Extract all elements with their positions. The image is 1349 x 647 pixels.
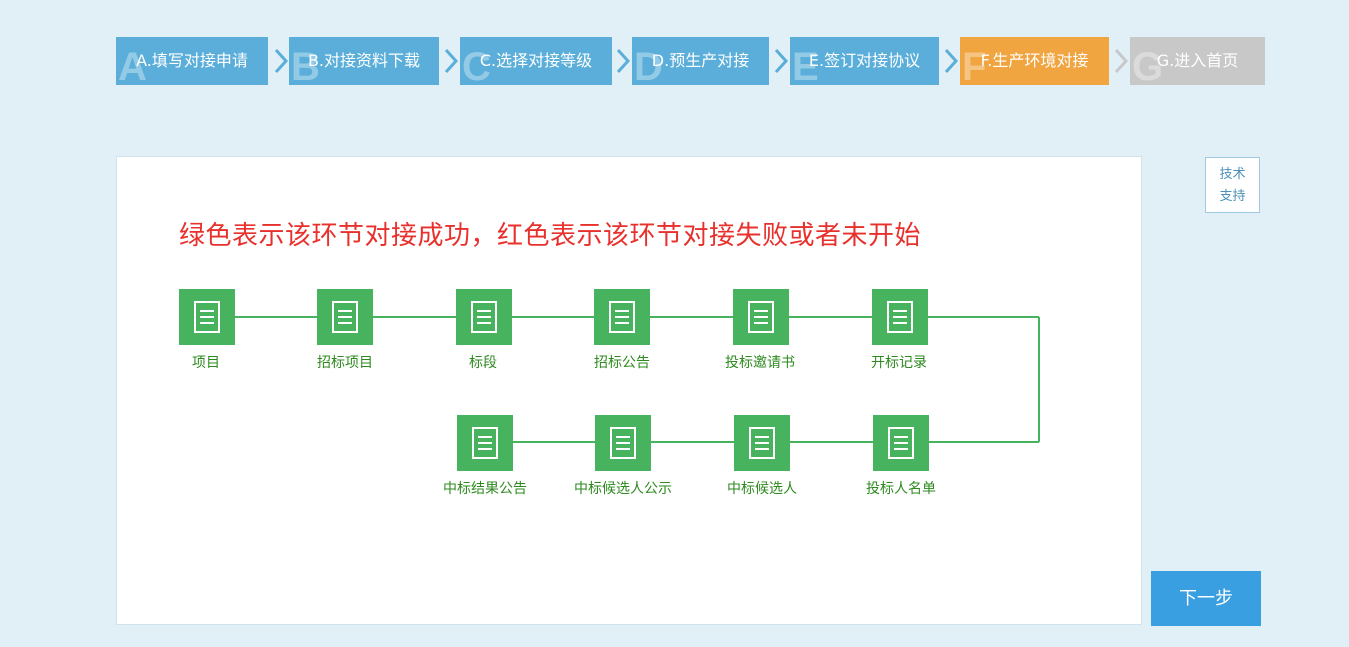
flow-node-label: 投标邀请书 xyxy=(725,354,795,370)
flow-node-zhongbiao-houxuanren-gongshi[interactable] xyxy=(595,415,651,471)
step-e[interactable]: E E.签订对接协议 xyxy=(790,37,939,85)
document-icon xyxy=(194,301,220,333)
document-icon xyxy=(609,301,635,333)
step-letter: G xyxy=(1132,45,1164,85)
chevron-right-icon xyxy=(616,48,631,74)
next-step-button[interactable]: 下一步 xyxy=(1151,571,1261,626)
step-d[interactable]: D D.预生产对接 xyxy=(632,37,769,85)
main-panel: 绿色表示该环节对接成功，红色表示该环节对接失败或者未开始 项目 招标项目 标段 … xyxy=(116,156,1142,625)
flow-node-label: 开标记录 xyxy=(871,354,927,370)
document-icon xyxy=(887,301,913,333)
step-letter: B xyxy=(291,45,320,85)
flow-node-label: 项目 xyxy=(192,354,220,370)
step-letter: E xyxy=(792,45,819,85)
flow-node-zhongbiao-houxuanren[interactable] xyxy=(734,415,790,471)
support-line-1: 技术 xyxy=(1219,166,1246,181)
document-icon xyxy=(748,301,774,333)
step-letter: C xyxy=(462,45,491,85)
flow-node-label: 招标项目 xyxy=(317,354,373,370)
flow-node-label: 招标公告 xyxy=(594,354,650,370)
flow-node-xiangmu[interactable] xyxy=(179,289,235,345)
step-label: B.对接资料下载 xyxy=(307,51,421,70)
step-label: D.预生产对接 xyxy=(651,51,750,70)
document-icon xyxy=(749,427,775,459)
step-g[interactable]: G G.进入首页 xyxy=(1130,37,1265,85)
flow-node-label: 中标候选人公示 xyxy=(574,480,672,496)
document-icon xyxy=(332,301,358,333)
flow-node-zhaobiao-gonggao[interactable] xyxy=(594,289,650,345)
step-label: E.签订对接协议 xyxy=(808,51,921,70)
step-a[interactable]: A A.填写对接申请 xyxy=(116,37,268,85)
flow-node-label: 标段 xyxy=(469,354,497,370)
step-label: A.填写对接申请 xyxy=(136,51,248,70)
step-letter: F xyxy=(962,45,987,85)
document-icon xyxy=(610,427,636,459)
step-b[interactable]: B B.对接资料下载 xyxy=(289,37,439,85)
chevron-right-icon xyxy=(1114,48,1129,74)
chevron-right-icon xyxy=(444,48,459,74)
flow-node-toubiaoren-mingdan[interactable] xyxy=(873,415,929,471)
step-label: G.进入首页 xyxy=(1156,51,1239,70)
step-f[interactable]: F F.生产环境对接 xyxy=(960,37,1109,85)
flow-node-label: 投标人名单 xyxy=(866,480,936,496)
tech-support-button[interactable]: 技术 支持 xyxy=(1205,157,1260,213)
flow-node-toubiao-yaoqingshu[interactable] xyxy=(733,289,789,345)
chevron-right-icon xyxy=(274,48,289,74)
flow-node-zhaobiao-xiangmu[interactable] xyxy=(317,289,373,345)
document-icon xyxy=(471,301,497,333)
chevron-right-icon xyxy=(774,48,789,74)
flow-connector-lines xyxy=(207,316,1040,443)
flow-node-kaibiao-jilu[interactable] xyxy=(872,289,928,345)
step-letter: A xyxy=(118,45,147,85)
flow-node-label: 中标结果公告 xyxy=(443,480,527,496)
step-letter: D xyxy=(634,45,663,85)
chevron-right-icon xyxy=(944,48,959,74)
step-c[interactable]: C C.选择对接等级 xyxy=(460,37,612,85)
step-label: F.生产环境对接 xyxy=(980,51,1089,70)
document-icon xyxy=(472,427,498,459)
flow-node-zhongbiao-jieguo-gonggao[interactable] xyxy=(457,415,513,471)
document-icon xyxy=(888,427,914,459)
status-legend: 绿色表示该环节对接成功，红色表示该环节对接失败或者未开始 xyxy=(179,220,922,250)
support-line-2: 支持 xyxy=(1219,188,1246,203)
flow-node-label: 中标候选人 xyxy=(727,480,797,496)
step-label: C.选择对接等级 xyxy=(479,51,593,70)
flow-node-biaoduan[interactable] xyxy=(456,289,512,345)
